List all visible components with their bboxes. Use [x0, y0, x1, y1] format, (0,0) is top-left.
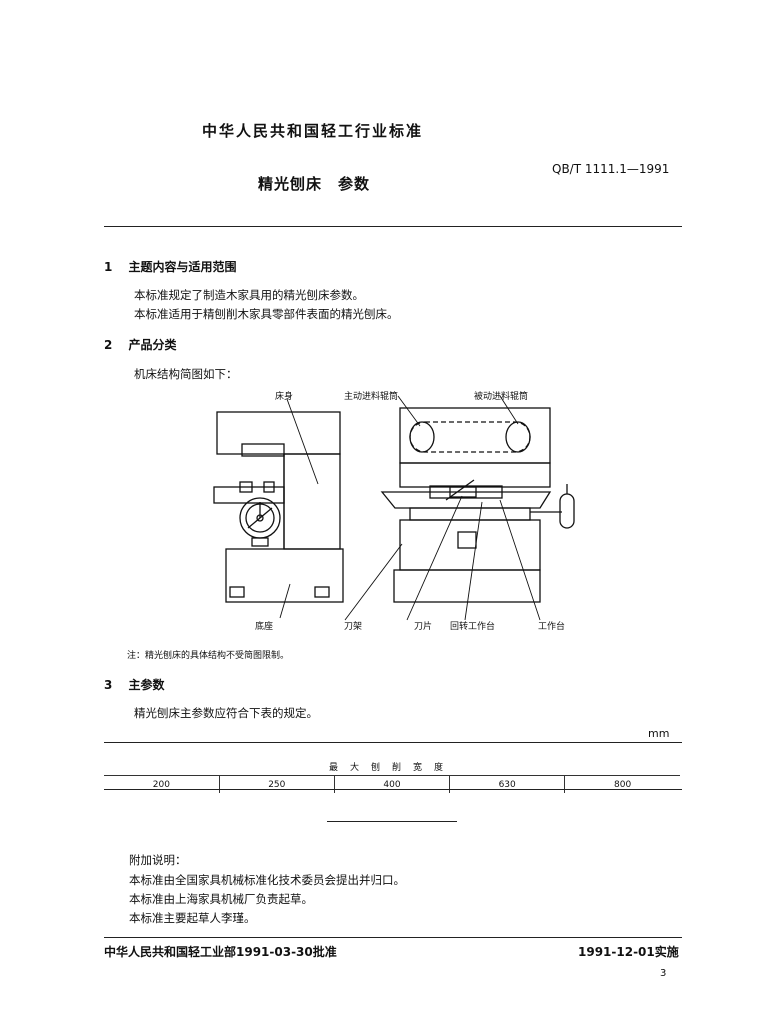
approval-date: 中华人民共和国轻工业部1991-03-30批准 [104, 945, 337, 959]
table-cell: 400 [333, 775, 450, 793]
standard-code: QB/T 1111.1—1991 [552, 162, 670, 176]
document-title: 精光刨床 参数 [258, 175, 371, 193]
section-1-paragraph-2: 本标准适用于精刨削木家具零部件表面的精光刨床。 [134, 307, 399, 321]
roller-housing [399, 407, 551, 464]
section-2-paragraph-1: 机床结构简图如下： [134, 367, 238, 381]
appendix-line-1: 本标准由全国家具机械标准化技术委员会提出并归口。 [129, 873, 405, 887]
machine-structure-diagram [213, 395, 575, 621]
table-row: 200 250 400 630 800 [104, 775, 680, 793]
table-bottom-rule [104, 789, 682, 790]
table-header: 最大刨削宽度 [104, 758, 680, 776]
implementation-date: 1991-12-01实施 [578, 945, 679, 959]
footer-rule [104, 937, 682, 938]
table-cell: 630 [449, 775, 565, 793]
section-2-number: 2 [104, 338, 113, 352]
label-bed: 床身 [275, 392, 294, 402]
industry-standard-title: 中华人民共和国轻工行业标准 [202, 122, 424, 140]
blade [445, 479, 475, 501]
figure-note: 注：精光刨床的具体结构不受简图限制。 [127, 651, 290, 661]
parameter-table: 最大刨削宽度 200 250 400 630 800 [104, 758, 680, 793]
label-driven-roller: 被动进料辊筒 [474, 392, 529, 402]
table-top-rule [104, 742, 682, 743]
side-handwheel-icon [559, 493, 575, 529]
front-body [399, 519, 541, 571]
appendix-line-3: 本标准主要起草人李瑾。 [129, 911, 256, 925]
section-1-paragraph-1: 本标准规定了制造木家具用的精光刨床参数。 [134, 288, 364, 302]
table-header-row: 最大刨削宽度 [104, 758, 680, 776]
label-blade: 刀片 [414, 622, 433, 632]
label-drive-roller: 主动进料辊筒 [344, 392, 399, 402]
section-3-title: 主参数 [128, 678, 165, 692]
feed-slide [213, 486, 285, 504]
bed-bracket [241, 443, 285, 457]
label-rotary-table: 回转工作台 [450, 622, 496, 632]
table-cell: 250 [218, 775, 335, 793]
section-2-title: 产品分类 [128, 338, 177, 352]
section-1-number: 1 [104, 260, 113, 274]
section-1-title: 主题内容与适用范围 [128, 260, 237, 274]
label-base: 底座 [255, 622, 274, 632]
section-3-number: 3 [104, 678, 113, 692]
label-work-table: 工作台 [538, 622, 566, 632]
feed-rollers [409, 421, 531, 453]
section-3-heading: 3 主参数 [104, 676, 165, 693]
page-number: 3 [660, 968, 667, 979]
bed-top [216, 411, 341, 455]
front-base [393, 569, 541, 603]
appendix-line-2: 本标准由上海家具机械厂负责起草。 [129, 892, 313, 906]
table-cell: 800 [564, 775, 680, 793]
section-2-heading: 2 产品分类 [104, 336, 177, 353]
appendix-title: 附加说明： [129, 853, 187, 867]
table-unit: mm [648, 727, 670, 740]
table-cell: 200 [152, 779, 170, 790]
section-1-heading: 1 主题内容与适用范围 [104, 258, 237, 275]
label-tool-holder: 刀架 [344, 622, 363, 632]
separator-rule [327, 821, 457, 822]
header-rule [104, 226, 682, 227]
work-table [380, 491, 552, 509]
section-3-paragraph-1: 精光刨床主参数应符合下表的规定。 [134, 706, 318, 720]
